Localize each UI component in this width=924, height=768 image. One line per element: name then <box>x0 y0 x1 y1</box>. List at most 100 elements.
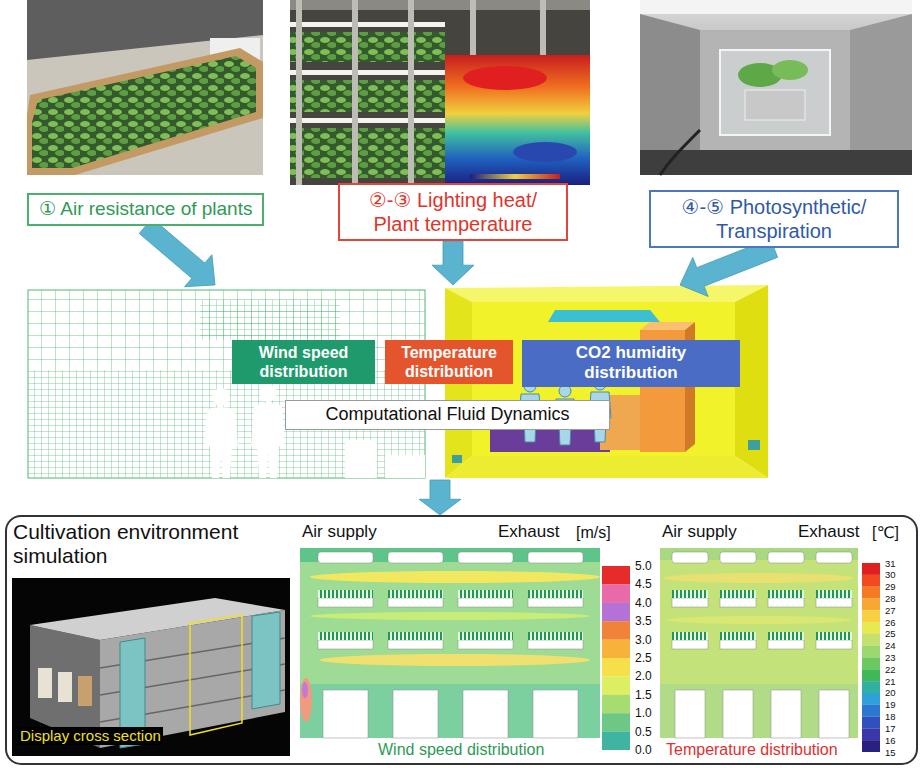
plants <box>458 590 513 598</box>
input-label-box: ① Air resistance of plants <box>27 193 264 226</box>
pole <box>296 0 302 185</box>
plant-row <box>290 80 445 112</box>
input-label: ① Air resistance of plants <box>39 198 252 221</box>
tray <box>816 640 852 649</box>
lamp <box>388 552 443 563</box>
scale-band <box>862 587 880 599</box>
scale-value: 0.5 <box>635 725 652 739</box>
scale-band <box>862 693 880 705</box>
lamp <box>290 118 445 123</box>
plants <box>816 590 852 598</box>
scale-band <box>862 622 880 634</box>
tray <box>720 640 756 649</box>
thermal-bar <box>470 174 560 179</box>
rack-base <box>393 690 438 738</box>
contour-band <box>320 654 590 666</box>
contour-band <box>667 616 851 624</box>
tag-text: Temperature distribution <box>391 343 507 381</box>
body <box>251 403 285 478</box>
lamp <box>816 552 852 563</box>
tray <box>388 640 443 649</box>
scale-value: 0.0 <box>635 743 652 757</box>
panel-title: Cultivation envitronment simulation <box>13 520 303 568</box>
output-tag: CO2 humidity distribution <box>522 340 740 387</box>
lamp <box>318 552 373 563</box>
plants <box>720 590 756 598</box>
scale-value: 21 <box>885 676 896 687</box>
building-roof <box>30 598 285 640</box>
tray <box>318 640 373 649</box>
rack-base <box>323 690 368 738</box>
rack-base <box>675 690 705 738</box>
photo-ground <box>290 0 590 185</box>
fine-mesh <box>200 300 340 340</box>
scale-value: 27 <box>885 605 896 616</box>
scale-band <box>602 676 630 695</box>
storage-box <box>58 672 72 702</box>
scale-value: 3.5 <box>635 614 652 628</box>
panel-title: Computational Fluid Dynamics <box>285 400 610 430</box>
flow-arrow <box>419 480 461 515</box>
rack-base <box>723 690 753 738</box>
flow-label: Exhaust <box>798 522 859 542</box>
wind-scale-bar <box>602 566 630 750</box>
photo-ground <box>27 0 263 175</box>
head <box>559 385 571 397</box>
tray <box>720 598 756 607</box>
lamp <box>720 552 756 563</box>
scale-value: 24 <box>885 640 896 651</box>
chart-caption: Wind speed distribution <box>378 741 544 759</box>
output-tag: Temperature distribution <box>385 340 513 384</box>
plant <box>772 60 808 80</box>
tray <box>768 640 804 649</box>
room-ceiling <box>445 285 768 302</box>
scale-band <box>862 681 880 693</box>
scale-band <box>862 669 880 681</box>
tray <box>816 598 852 607</box>
lamp <box>768 552 804 563</box>
scale-band <box>602 713 630 732</box>
plants <box>768 590 804 598</box>
thermal-hot-spot <box>463 66 547 90</box>
scale-band <box>602 732 630 750</box>
scale-value: 16 <box>885 735 896 746</box>
pole <box>540 0 546 55</box>
scale-band <box>862 610 880 622</box>
tray <box>672 640 708 649</box>
body <box>204 407 238 478</box>
rack-base <box>463 690 508 738</box>
head <box>259 384 277 402</box>
scale-band <box>602 566 630 585</box>
ceiling-outlet <box>548 310 660 322</box>
tube <box>660 130 700 175</box>
pole <box>352 0 358 185</box>
scale-value: 29 <box>885 581 896 592</box>
vent <box>452 455 462 463</box>
plants <box>528 590 583 598</box>
human-silhouette <box>251 384 285 478</box>
scale-value: 2.0 <box>635 669 652 683</box>
scale-value: 1.0 <box>635 706 652 720</box>
lamp <box>290 70 445 75</box>
glass-box <box>720 50 830 135</box>
flow-label: Air supply <box>302 522 377 542</box>
input-label: ④-⑤ Photosynthetic/ Transpiration <box>661 195 887 243</box>
plants <box>816 632 852 640</box>
contour-band <box>660 684 858 738</box>
chamber-back <box>700 30 850 150</box>
wooden-trough <box>27 48 263 175</box>
plants <box>528 632 583 640</box>
model-ground <box>12 578 290 756</box>
scale-band <box>602 603 630 622</box>
thermal-image <box>445 55 590 185</box>
tray <box>388 598 443 607</box>
scale-band <box>602 658 630 677</box>
rack-base <box>533 690 578 738</box>
contour-band <box>300 548 600 562</box>
equipment-block <box>385 455 425 478</box>
cfd-panel: Computational Fluid DynamicsWind speed d… <box>28 285 770 480</box>
scale-band <box>862 598 880 610</box>
plant-row <box>290 32 445 62</box>
figure-caption: Display cross section <box>18 727 163 745</box>
scale-band <box>602 621 630 640</box>
